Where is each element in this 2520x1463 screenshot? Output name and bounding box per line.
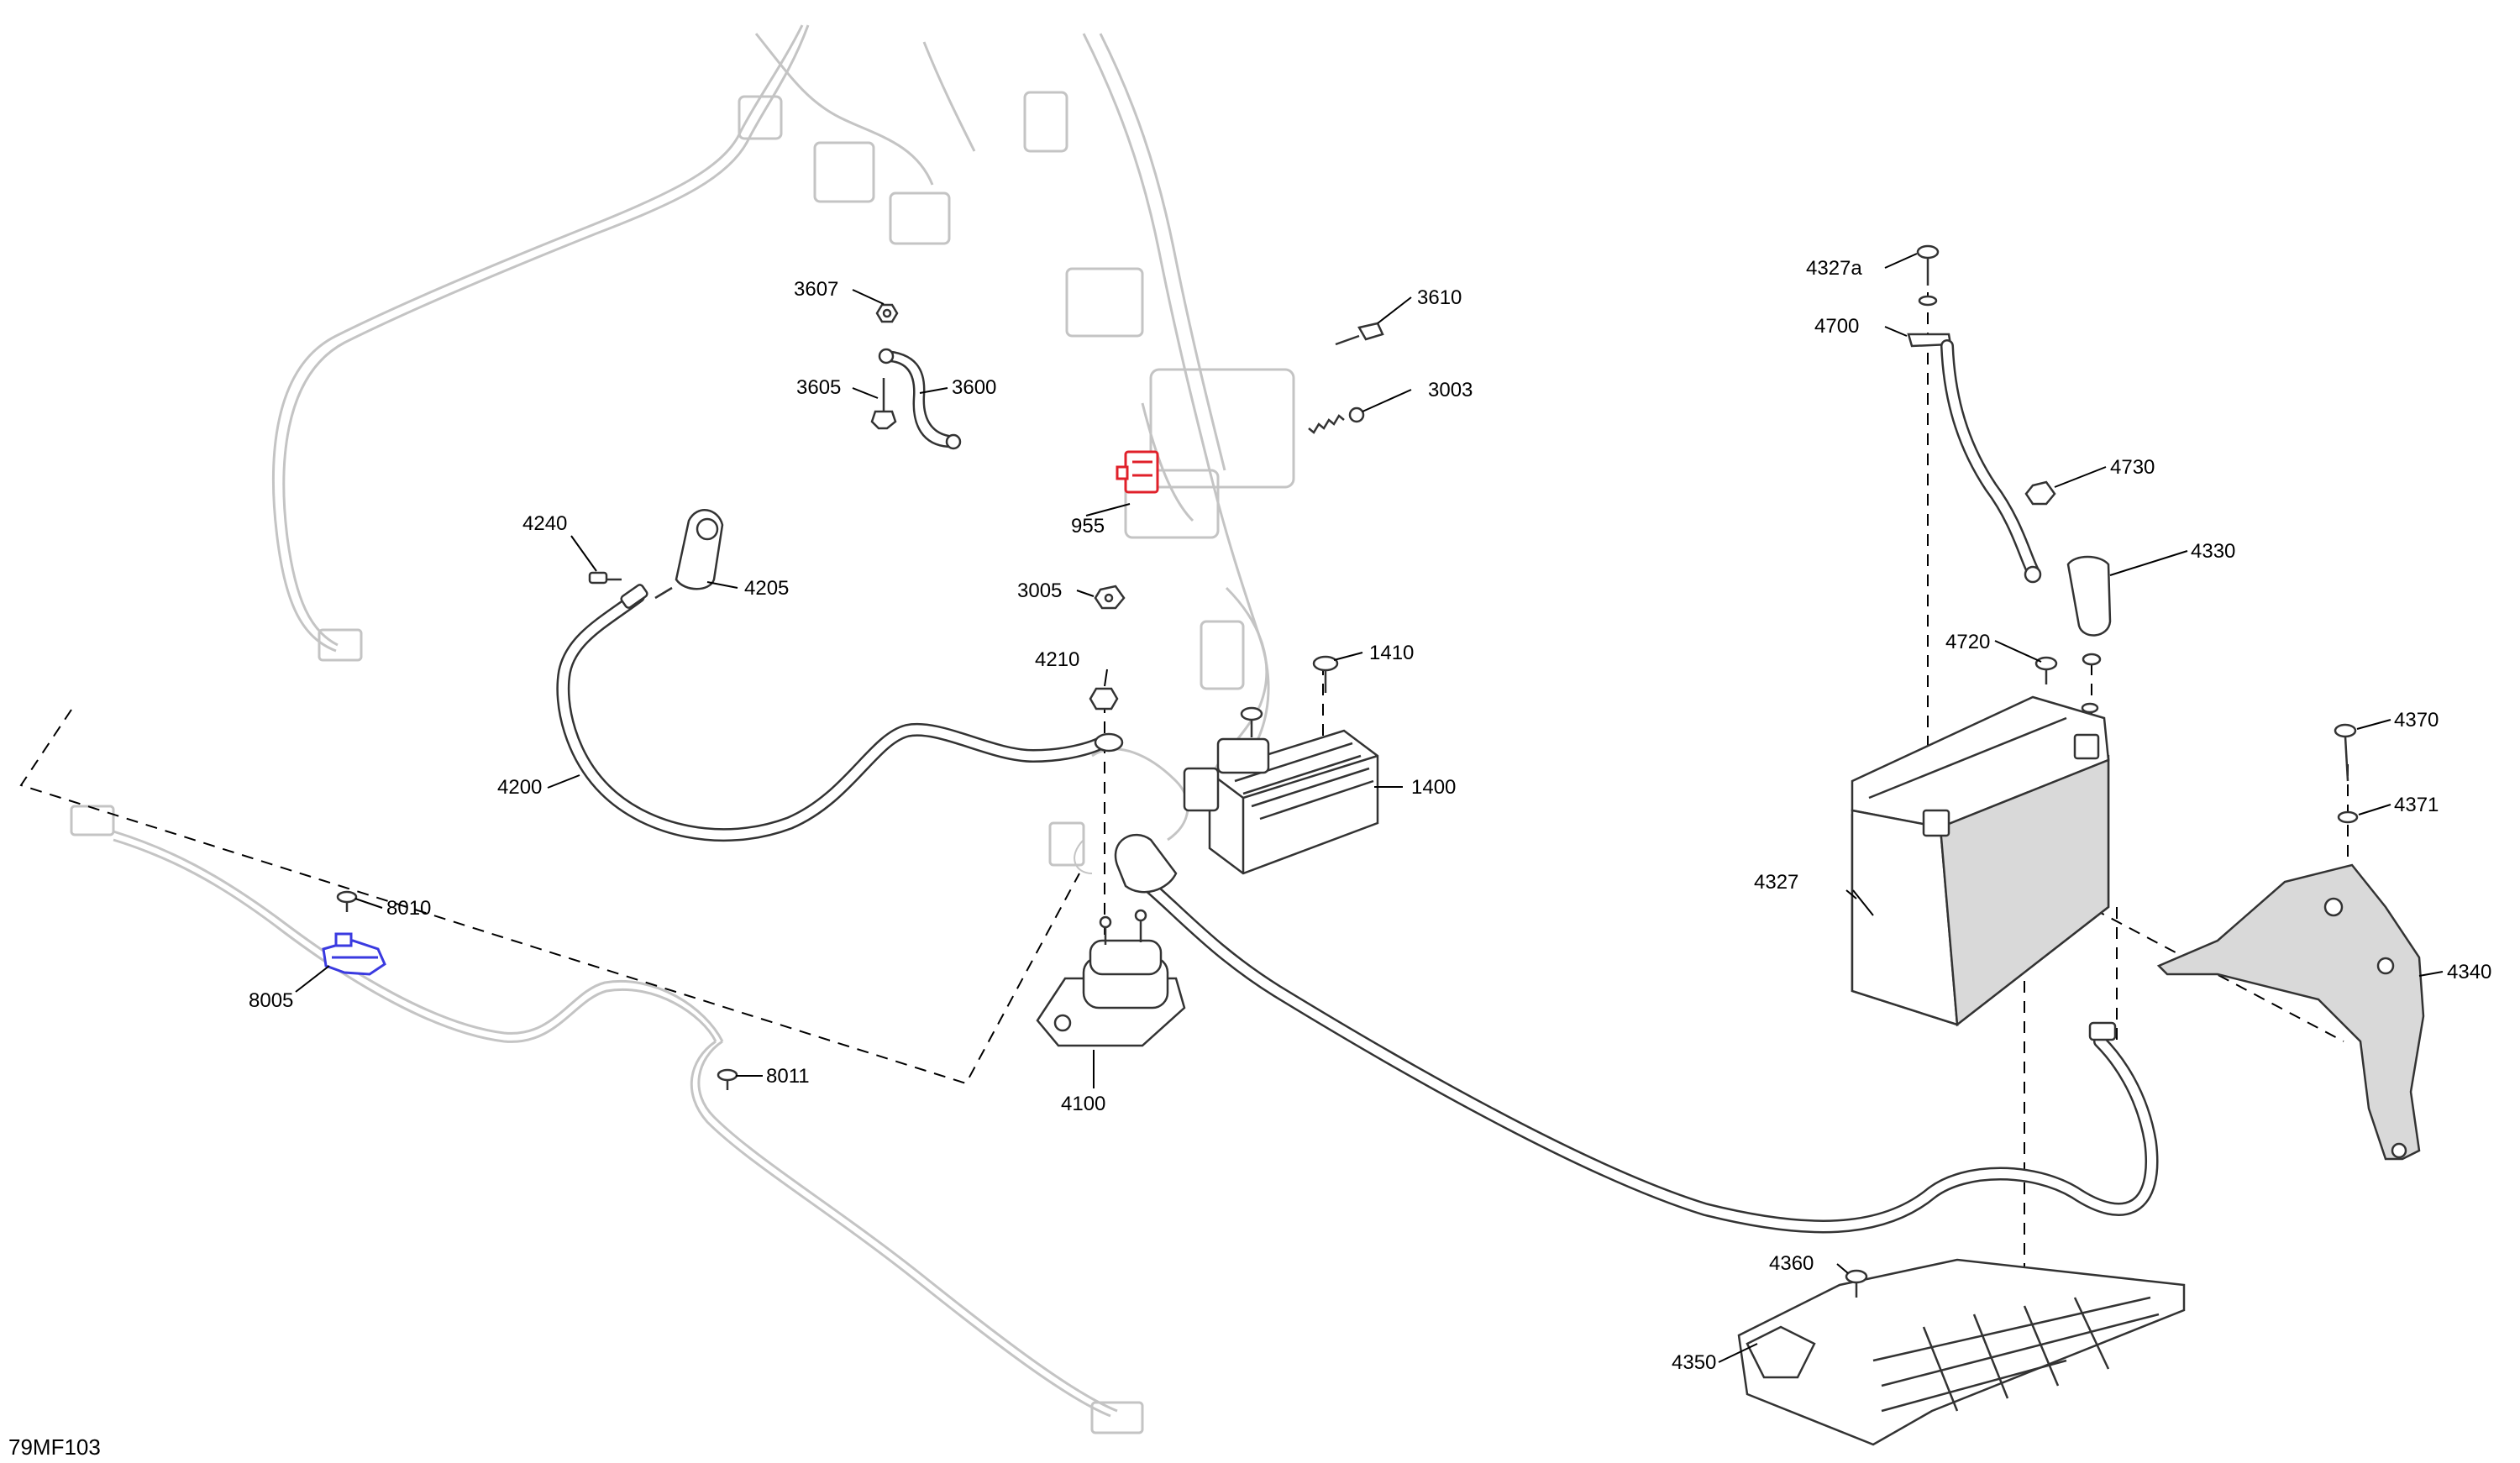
label-4720: 4720 <box>1945 631 1990 653</box>
ghost-connector-4 <box>1023 91 1068 153</box>
ghost-connector-9 <box>1090 1401 1144 1434</box>
ghost-bracket <box>1124 469 1220 539</box>
nut-4730 <box>2024 480 2056 506</box>
label-4327a: 4327a <box>1806 257 1862 280</box>
ghost-fuse-box <box>1149 368 1295 489</box>
leader-lines <box>295 253 2444 1363</box>
label-3005: 3005 <box>1017 579 1062 602</box>
cable-4200 <box>556 584 1124 842</box>
washer-4371 <box>2337 810 2359 824</box>
label-4700: 4700 <box>1814 315 1859 338</box>
push-pin-8010 <box>336 890 358 912</box>
label-4350: 4350 <box>1672 1351 1716 1374</box>
label-3607: 3607 <box>794 278 838 301</box>
label-8005: 8005 <box>249 989 293 1012</box>
ghost-connector-6 <box>1200 620 1245 690</box>
bolt-4327a <box>1916 244 1940 307</box>
bolt-3605 <box>870 378 897 430</box>
ghost-connector-3 <box>889 191 951 245</box>
part-labels: 3607 3605 3600 3610 3003 955 3005 4240 4… <box>249 257 2491 1374</box>
terminal-cap-4330 <box>2066 555 2112 637</box>
bolt-4720 <box>2034 653 2102 714</box>
label-3605: 3605 <box>796 376 841 399</box>
ghost-wiring-harness <box>271 24 1295 874</box>
ghost-connector-2 <box>813 141 875 203</box>
label-955: 955 <box>1071 515 1105 537</box>
label-4240: 4240 <box>522 512 567 535</box>
label-4370: 4370 <box>2394 709 2439 732</box>
long-cable <box>1114 833 2159 1234</box>
label-4200: 4200 <box>497 776 542 799</box>
label-8010: 8010 <box>386 897 431 920</box>
nut-4210 <box>1089 687 1119 711</box>
clip-8005-highlighted <box>322 932 386 976</box>
screw-4360 <box>1845 1269 1868 1298</box>
screw-4240 <box>588 571 622 585</box>
bolt-1410 <box>1240 655 1339 737</box>
label-1410: 1410 <box>1369 642 1414 664</box>
starter-solenoid-4100 <box>1036 909 1186 1047</box>
bracket-4340 <box>2156 863 2425 1161</box>
ghost-connector-5 <box>1065 267 1144 338</box>
ghost-connector-7 <box>1048 821 1085 867</box>
bolt-4370 <box>2334 723 2357 782</box>
label-8011: 8011 <box>766 1065 810 1088</box>
label-4210: 4210 <box>1035 648 1079 671</box>
diagram-reference-code: 79MF103 <box>8 1434 101 1460</box>
relay-955-highlighted <box>1116 450 1159 494</box>
label-4205: 4205 <box>744 577 789 600</box>
label-4340: 4340 <box>2447 961 2491 983</box>
terminal-cover-4205 <box>654 509 724 600</box>
label-4360: 4360 <box>1769 1252 1814 1275</box>
ground-strap-3600 <box>878 348 962 450</box>
ghost-lower-harness <box>70 805 1144 1434</box>
label-4371: 4371 <box>2394 794 2439 816</box>
label-3003: 3003 <box>1428 379 1473 401</box>
nut-3005 <box>1094 585 1126 610</box>
battery-cable-4700 <box>1907 333 2042 584</box>
battery-4327 <box>1851 695 2110 1027</box>
ghost-connector-left <box>318 628 363 662</box>
voltage-regulator-1400 <box>1183 729 1379 875</box>
ghost-connector-1 <box>738 95 783 140</box>
label-3610: 3610 <box>1417 286 1462 309</box>
battery-tray-4350 <box>1737 1258 2186 1446</box>
nut-3607 <box>875 303 899 323</box>
label-4730: 4730 <box>2110 456 2155 479</box>
label-4327: 4327 <box>1754 871 1798 894</box>
label-4330: 4330 <box>2191 540 2235 563</box>
label-4100: 4100 <box>1061 1093 1105 1115</box>
bolt-3610 <box>1335 322 1384 346</box>
label-3600: 3600 <box>952 376 996 399</box>
push-pin-8011 <box>717 1068 738 1090</box>
label-1400: 1400 <box>1411 776 1456 799</box>
screw-3003 <box>1308 406 1365 434</box>
ghost-connector-8 <box>70 805 115 836</box>
